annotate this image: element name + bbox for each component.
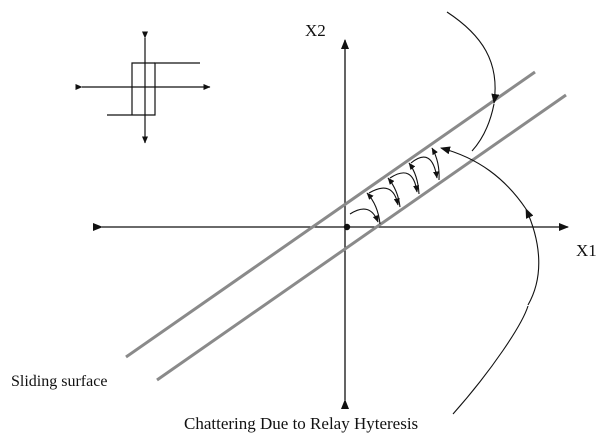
chattering-path-1 [349,208,379,223]
chattering-path-6 [408,162,420,195]
chattering-path-8 [431,147,440,181]
figure-caption: Chattering Due to Relay Hyteresis [184,414,419,433]
chattering-path-7 [410,156,439,179]
origin-dot [343,223,351,231]
x2-axis-label: X2 [305,21,326,40]
approach-trajectory-bottom-tail [440,146,527,210]
approach-trajectory-sweep [452,305,529,415]
sliding-surface-label: Sliding surface [11,373,108,390]
relay-hysteresis-icon [75,31,211,144]
sliding-surface-lower-line [156,93,567,382]
approach-trajectory-top [446,11,500,104]
chattering-path-4 [387,177,401,208]
sliding-surface-upper-line [125,70,536,359]
x1-axis-label: X1 [576,241,597,260]
approach-trajectory-top-tail [471,103,495,152]
chattering-path-3 [368,187,400,206]
chattering-path-5 [389,172,420,193]
chattering-path-2 [366,192,381,225]
approach-trajectory-bottom [525,208,540,306]
